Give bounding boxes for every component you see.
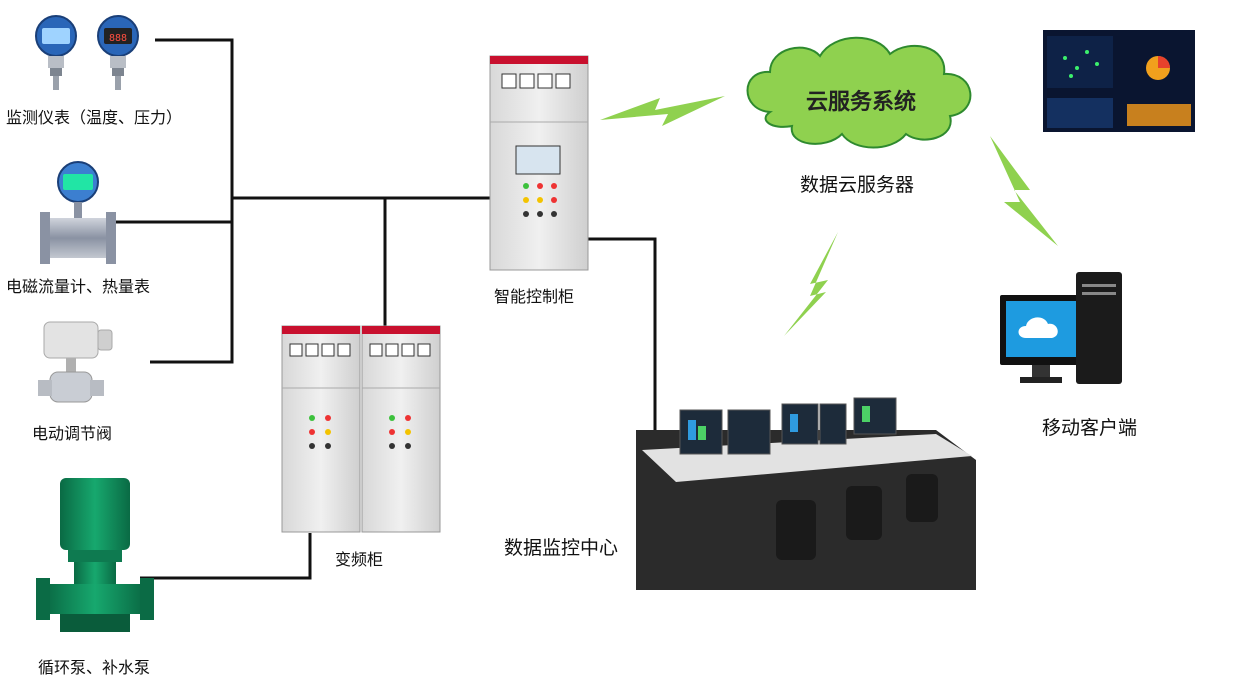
pc-client-image [1000,272,1122,384]
cloud-shape [746,36,972,149]
connection-lines [112,38,657,580]
label-valve: 电动调节阀 [32,424,113,443]
label-cloud-system: 云服务系统 [806,90,917,115]
label-flowmeter: 电磁流量计、热量表 [6,277,151,296]
monitoring-instruments: 888 [35,15,139,90]
label-pump: 循环泵、补水泵 [38,658,151,677]
flowmeter-device [40,161,116,264]
valve-device [38,321,113,403]
label-instruments: 监测仪表（温度、压力） [6,108,183,127]
smart-cabinet-image [489,55,589,271]
dashboard-thumbnail [1043,30,1195,132]
svg-text:888: 888 [109,33,127,44]
label-mobile-client: 移动客户端 [1042,417,1138,439]
pump-device [36,478,154,632]
label-smart-cabinet: 智能控制柜 [494,287,575,306]
label-monitor-center: 数据监控中心 [504,537,619,559]
vfd-cabinet-image [281,325,441,533]
wireless-links [600,96,1058,336]
control-room-image [636,397,976,590]
label-vfd-cabinet: 变频柜 [335,550,384,569]
label-cloud-server: 数据云服务器 [800,174,915,196]
